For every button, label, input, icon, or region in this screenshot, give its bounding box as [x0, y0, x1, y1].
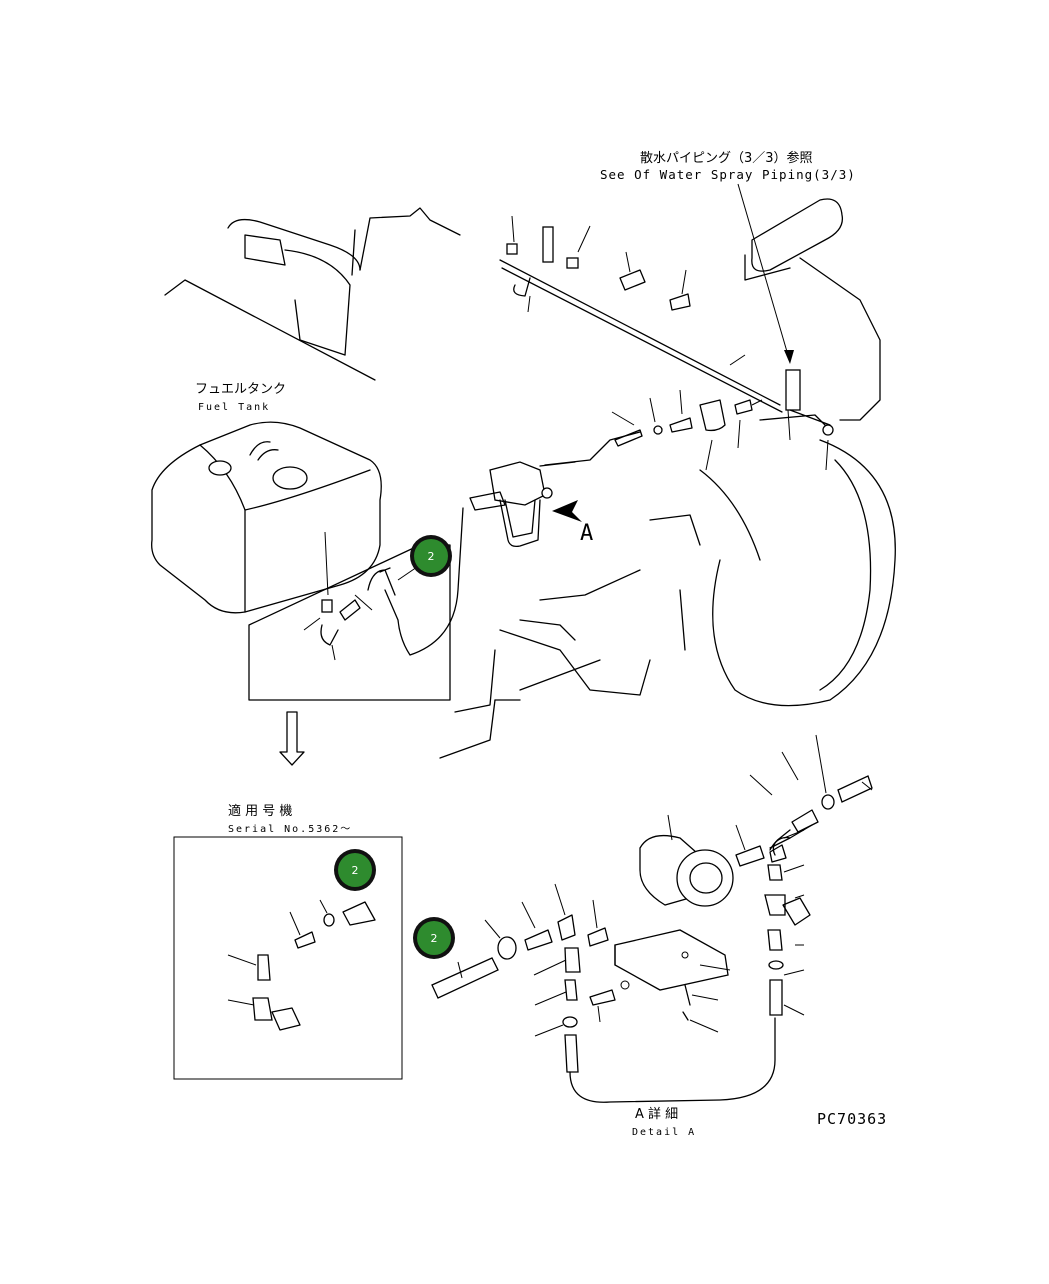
svg-text:Fuel Tank: Fuel Tank — [198, 402, 270, 413]
svg-text:Serial No.5362～: Serial No.5362～ — [228, 824, 352, 835]
svg-text:2: 2 — [428, 550, 435, 563]
svg-text:Detail A: Detail A — [632, 1127, 696, 1138]
svg-text:See Of Water Spray Piping(3/3): See Of Water Spray Piping(3/3) — [600, 167, 856, 182]
fuel-tank: フュエルタンク Fuel Tank — [151, 382, 382, 614]
machine-body-outline — [164, 198, 896, 759]
callout-marker-serial[interactable]: 2 — [334, 849, 376, 891]
water-spray-reference-label: 散水パイピング（3／3）参照 See Of Water Spray Piping… — [600, 150, 856, 364]
fuel-filter-group — [544, 389, 763, 471]
svg-text:フュエルタンク: フュエルタンク — [195, 382, 286, 397]
svg-text:適 用 号 機: 適 用 号 機 — [228, 803, 292, 819]
svg-text:2: 2 — [352, 864, 359, 877]
svg-text:散水パイピング（3／3）参照: 散水パイピング（3／3）参照 — [640, 150, 813, 166]
fuel-tank-outlet-inset — [248, 544, 451, 701]
callout-marker-detail[interactable]: 2 — [413, 917, 455, 959]
svg-text:A 詳 細: A 詳 細 — [635, 1106, 678, 1122]
svg-text:2: 2 — [431, 932, 438, 945]
svg-text:A: A — [580, 521, 593, 546]
water-spray-pipe — [499, 215, 834, 471]
pump-unit: A — [384, 461, 593, 656]
drawing-number: PC70363 — [817, 1110, 887, 1128]
serial-inset: 適 用 号 機 Serial No.5362～ — [173, 803, 403, 1080]
detail-a: A 詳 細 Detail A — [431, 734, 873, 1138]
callout-marker-main[interactable]: 2 — [410, 535, 452, 577]
reference-arrow — [279, 711, 305, 766]
